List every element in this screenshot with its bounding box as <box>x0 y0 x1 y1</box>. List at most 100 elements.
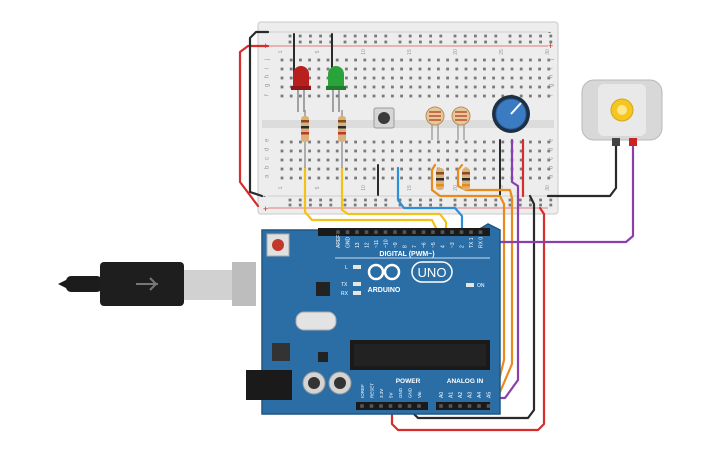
rail-hole <box>453 198 457 202</box>
breadboard-hole <box>529 140 532 144</box>
analog-pin-label: A4 <box>477 392 483 398</box>
rail-hole <box>453 203 457 207</box>
header-pin[interactable] <box>440 230 445 234</box>
digital-pin-label: 7 <box>412 245 418 248</box>
resistor[interactable] <box>338 110 346 168</box>
header-pin[interactable] <box>459 230 464 234</box>
breadboard-hole <box>547 167 551 171</box>
breadboard-hole <box>427 76 431 80</box>
header-pin[interactable] <box>486 404 491 408</box>
header-pin[interactable] <box>478 230 483 234</box>
header-pin[interactable] <box>393 230 397 234</box>
rail-hole <box>353 34 357 38</box>
breadboard-hole <box>501 67 505 71</box>
row-letter: h <box>265 75 271 78</box>
breadboard-hole <box>547 67 551 71</box>
breadboard-hole <box>464 85 468 89</box>
breadboard-hole <box>409 158 413 162</box>
header-pin[interactable] <box>374 230 378 234</box>
header-pin[interactable] <box>383 230 388 234</box>
header-pin[interactable] <box>407 404 412 408</box>
header-pin[interactable] <box>388 404 393 408</box>
breadboard-hole <box>289 167 293 171</box>
header-pin[interactable] <box>469 230 473 234</box>
breadboard-hole <box>345 140 348 144</box>
rail-hole <box>419 203 422 207</box>
uno-badge <box>411 261 453 283</box>
breadboard-hole <box>299 149 302 153</box>
rail-hole <box>353 40 357 44</box>
header-pin[interactable] <box>379 404 383 408</box>
breadboard-hole <box>519 176 523 180</box>
breadboard-hole <box>427 58 431 62</box>
photoresistor[interactable] <box>425 106 445 140</box>
breadboard-hole <box>510 67 514 71</box>
rail-hole <box>329 34 333 38</box>
breadboard-hole <box>418 85 422 89</box>
led-red[interactable] <box>291 66 311 112</box>
header-pin[interactable] <box>431 230 435 234</box>
breadboard-hole <box>519 158 523 162</box>
breadboard-hole <box>427 94 431 98</box>
rail-hole <box>484 203 487 207</box>
led-rx <box>353 291 361 295</box>
resistor[interactable] <box>301 110 309 168</box>
photoresistor[interactable] <box>451 106 471 140</box>
header-pin[interactable] <box>364 230 369 234</box>
breadboard-hole <box>510 76 514 80</box>
resistor-band <box>462 178 470 181</box>
digital-pin-label: ~6 <box>422 242 428 248</box>
digital-pin-label: ~9 <box>393 242 399 248</box>
header-pin[interactable] <box>417 404 421 408</box>
rail-hole <box>329 198 333 202</box>
row-letter: c <box>265 157 271 160</box>
header-pin[interactable] <box>336 230 340 234</box>
breadboard-hole <box>409 149 413 153</box>
pushbutton-cap <box>378 112 390 124</box>
capacitor-top <box>308 377 320 389</box>
dc-motor[interactable] <box>581 79 663 146</box>
header-pin[interactable] <box>450 230 454 234</box>
header-pin[interactable] <box>345 230 350 234</box>
rail-hole <box>298 198 302 202</box>
breadboard-hole <box>446 58 449 62</box>
header-pin[interactable] <box>467 404 472 408</box>
led-green[interactable] <box>326 66 346 112</box>
header-pin[interactable] <box>421 230 426 234</box>
breadboard-hole <box>418 94 422 98</box>
potentiometer[interactable] <box>492 95 530 133</box>
row-letter: d <box>265 148 271 151</box>
rail-hole <box>494 203 498 207</box>
header-pin[interactable] <box>355 230 359 234</box>
row-letter: g <box>549 84 555 87</box>
breadboard-hole <box>308 140 311 144</box>
resistor[interactable] <box>436 168 444 190</box>
header-pin[interactable] <box>458 404 462 408</box>
header-pin[interactable] <box>369 404 374 408</box>
usb-cable <box>58 262 256 306</box>
header-pin[interactable] <box>448 404 453 408</box>
usb-chip <box>316 282 330 296</box>
breadboard-hole <box>335 158 339 162</box>
digital-pin-label: ~11 <box>374 240 380 248</box>
header-pin[interactable] <box>439 404 443 408</box>
analog-pin-label: A2 <box>458 392 464 398</box>
breadboard-hole <box>372 58 376 62</box>
header-pin[interactable] <box>398 404 402 408</box>
digital-pin-label: 13 <box>355 242 361 248</box>
breadboard-hole <box>427 158 431 162</box>
breadboard-hole <box>317 85 321 89</box>
header-pin[interactable] <box>402 230 407 234</box>
pushbutton[interactable] <box>373 107 395 129</box>
header-pin[interactable] <box>360 404 364 408</box>
rail-hole <box>518 34 522 38</box>
header-pin[interactable] <box>412 230 416 234</box>
breadboard-hole <box>363 67 367 71</box>
resistor[interactable] <box>462 168 470 190</box>
breadboard-hole <box>308 167 311 171</box>
header-pin[interactable] <box>477 404 481 408</box>
breadboard-hole <box>529 58 532 62</box>
breadboard-hole <box>538 67 541 71</box>
breadboard-hole <box>446 94 449 98</box>
